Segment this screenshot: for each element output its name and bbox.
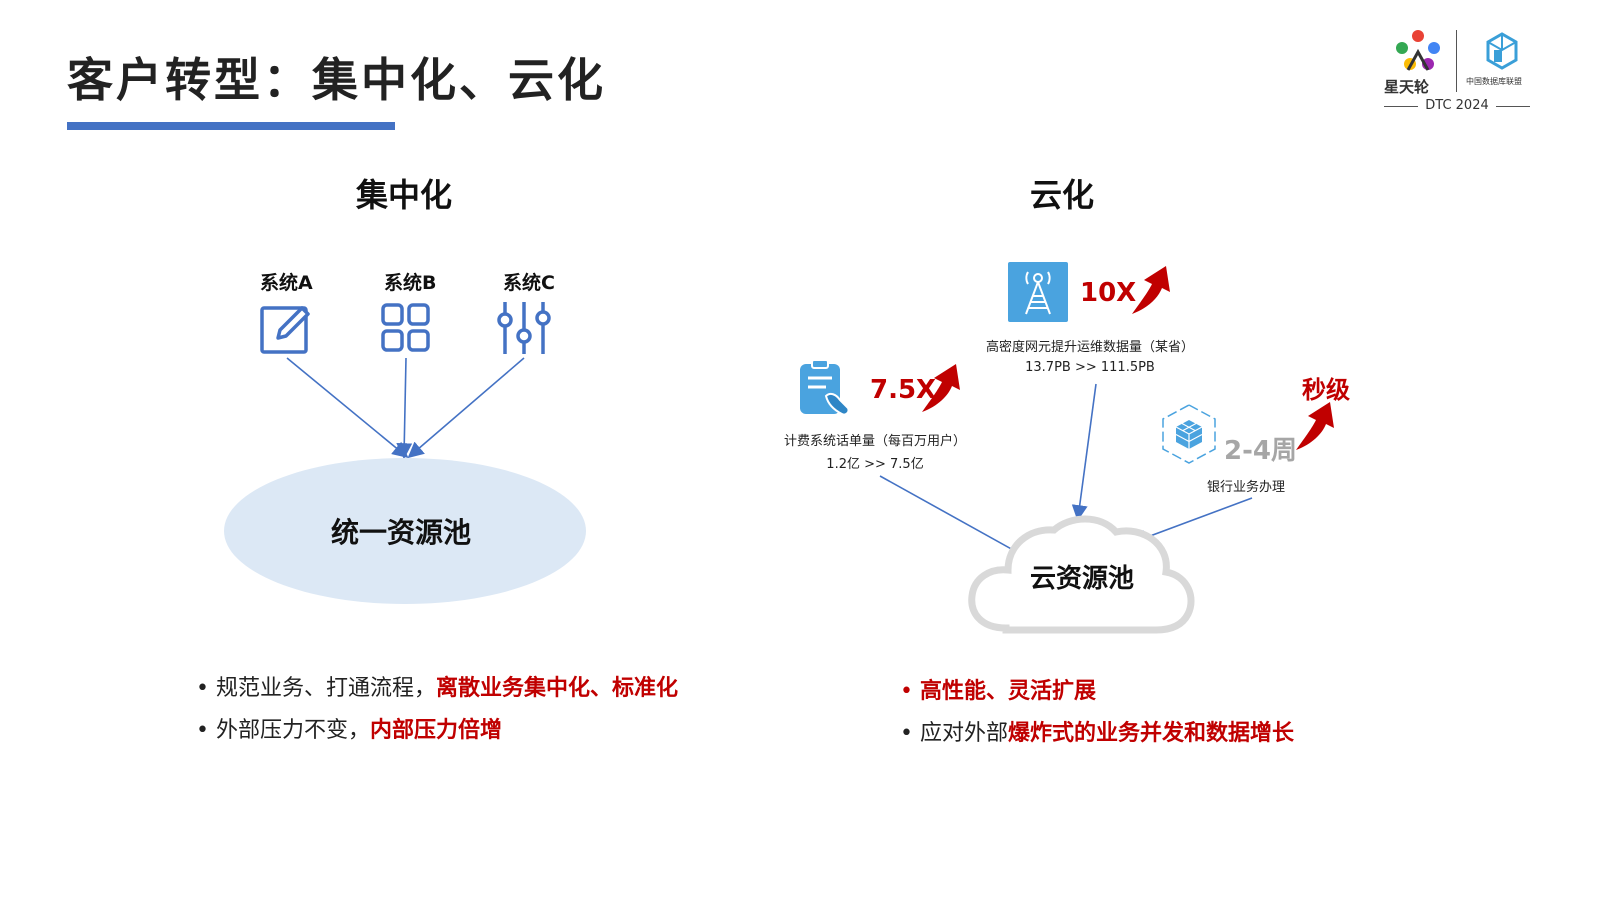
logo-left-name: 星天轮 — [1384, 78, 1430, 96]
tower-icon — [1008, 262, 1068, 322]
billing-metric: 7.5X — [870, 375, 937, 405]
bank-metric: 秒级 — [1302, 376, 1350, 404]
bank-old-metric: 2-4周 — [1224, 436, 1297, 466]
cloud-bullet-2: •应对外部爆炸式的业务并发和数据增长 — [900, 721, 1295, 746]
billing-detail: 1.2亿 >> 7.5亿 — [826, 457, 924, 472]
event-label: DTC 2024 — [1384, 98, 1530, 113]
grid-icon — [381, 303, 430, 352]
cloud-pool-label: 云资源池 — [1030, 564, 1135, 594]
bank-desc: 银行业务办理 — [1206, 480, 1285, 495]
red-up-arrow-icon — [1296, 402, 1334, 450]
cloud-shape — [968, 515, 1195, 634]
page-title: 客户转型：集中化、云化 — [67, 53, 606, 107]
clipboard-phone-icon — [800, 360, 850, 416]
billing-desc: 计费系统话单量（每百万用户） — [783, 434, 966, 449]
centralize-title: 集中化 — [356, 176, 453, 214]
arrow-bank-to-cloud — [1131, 497, 1253, 546]
system-a-label: 系统A — [260, 272, 313, 294]
title-underline — [67, 122, 395, 130]
arrow-b-to-pool — [396, 357, 413, 460]
tower-desc: 高密度网元提升运维数据量（某省） — [985, 340, 1194, 355]
edit-icon — [260, 306, 310, 354]
centralize-bullet-1: •规范业务、打通流程，离散业务集中化、标准化 — [196, 676, 679, 701]
sliders-icon — [497, 302, 551, 354]
arrow-billing-to-cloud — [879, 475, 1027, 558]
arrow-a-to-pool — [286, 357, 409, 459]
red-up-arrow-icon — [922, 364, 960, 412]
system-c-label: 系统C — [503, 272, 555, 294]
cloud-title: 云化 — [1030, 176, 1095, 214]
logo-area: 星天轮 中国数据库联盟 DTC 2024 — [1380, 26, 1560, 122]
system-b-label: 系统B — [384, 272, 437, 294]
cube-icon — [1162, 404, 1216, 464]
arrow-tower-to-cloud — [1071, 383, 1097, 522]
cloud-bullet-1: •高性能、灵活扩展 — [900, 679, 1097, 704]
red-up-arrow-icon — [1132, 266, 1170, 314]
arrow-c-to-pool — [407, 357, 525, 459]
logo-right-name: 中国数据库联盟 — [1466, 77, 1522, 86]
tower-detail: 13.7PB >> 111.5PB — [1025, 360, 1155, 375]
xingtianlun-logo-icon — [1396, 30, 1440, 71]
resource-pool-ellipse — [224, 458, 586, 604]
resource-pool-label: 统一资源池 — [331, 516, 472, 549]
database-alliance-logo-icon — [1486, 32, 1518, 70]
tower-metric: 10X — [1080, 278, 1137, 308]
centralize-bullet-2: •外部压力不变，内部压力倍增 — [196, 718, 503, 743]
logo-divider — [1456, 30, 1457, 92]
